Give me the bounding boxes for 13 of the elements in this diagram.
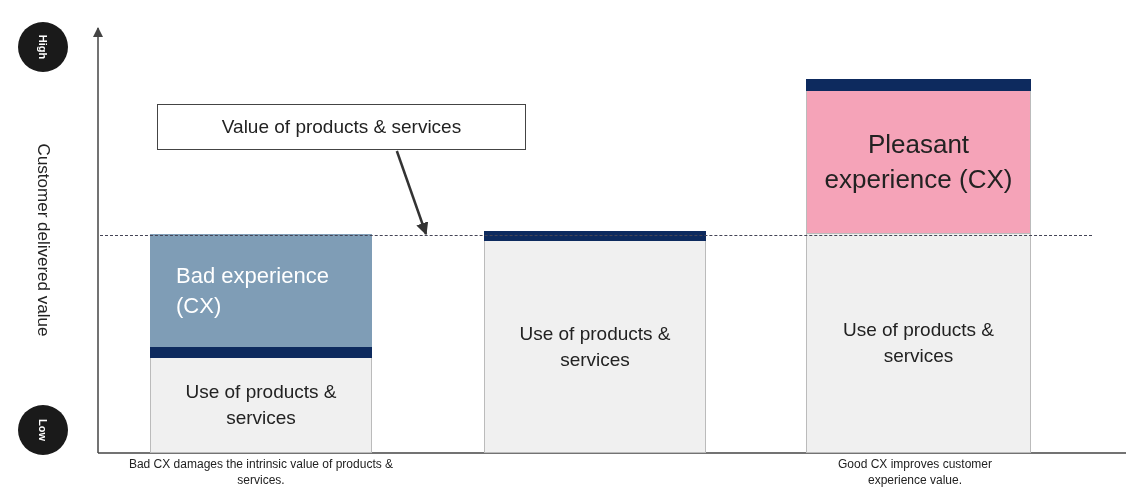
callout-box: Value of products & services [157, 104, 526, 150]
scale-badge: Low [18, 405, 68, 455]
caption-text: Bad CX damages the intrinsic value of products & services. [127, 457, 395, 489]
axis-title: Customer delivered value [33, 143, 53, 337]
dashed-reference-line [100, 235, 1092, 237]
bar-segment: Use of products & services [806, 234, 1031, 453]
bar-segment: Use of products & services [150, 358, 372, 453]
bar-segment: Pleasant experience (CX) [806, 91, 1031, 234]
bar-segment: Use of products & services [484, 241, 706, 453]
leader-arrow [395, 150, 429, 236]
caption-text: Good CX improves customer experience value. [836, 457, 994, 489]
bar-segment: Bad experience (CX) [150, 234, 372, 347]
scale-badge: High [18, 22, 68, 72]
